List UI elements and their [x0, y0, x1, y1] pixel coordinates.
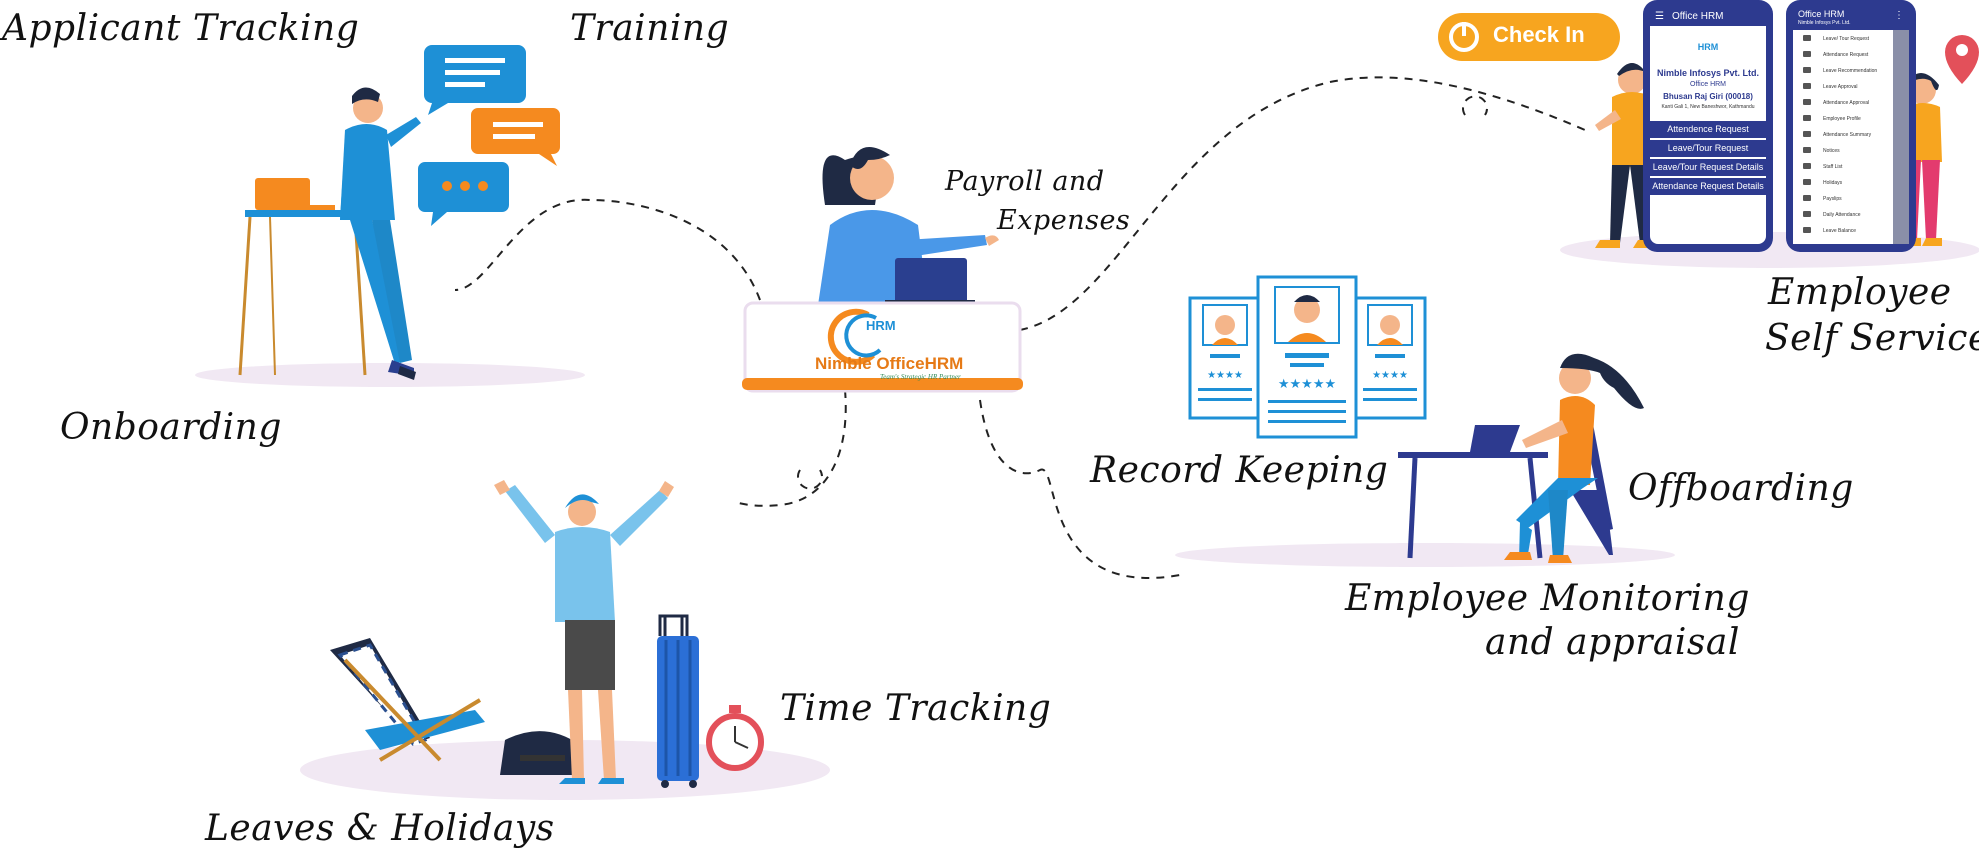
menu-item-icon: [1803, 99, 1811, 105]
menu-item-icon: [1803, 211, 1811, 217]
man-leaning: [340, 87, 421, 380]
phone2-menu-item[interactable]: Leave Balance: [1823, 228, 1857, 234]
phone2-menu-item[interactable]: Leave Recommendation: [1823, 68, 1878, 74]
chat-bubble-blue-top: [424, 45, 526, 115]
record-card-right: ★★★★: [1353, 296, 1427, 420]
menu-item-icon: [1803, 83, 1811, 89]
beach-chair: [330, 638, 485, 762]
phone1-user: Bhusan Raj Giri (00018): [1663, 92, 1753, 101]
floor-shadow-monitoring: [1175, 543, 1675, 567]
woman-with-laptop: [818, 147, 999, 305]
label-training: Training: [570, 8, 730, 49]
record-card-left: ★★★★: [1188, 296, 1262, 420]
standing-desk: [238, 178, 367, 376]
phone2-menu-item[interactable]: Staff List: [1823, 164, 1843, 170]
floor-shadow-onboarding: [195, 363, 585, 387]
menu-item-icon: [1803, 35, 1811, 41]
label-leaves-holidays: Leaves & Holidays: [205, 808, 555, 849]
record-card-center: ★★★★★: [1256, 275, 1358, 439]
phone1-screen: ☰ Office HRM HRM Nimble Infosys Pvt. Ltd…: [1650, 8, 1766, 244]
phone2-menu-item[interactable]: Employee Profile: [1823, 116, 1861, 122]
svg-text:★★★★★: ★★★★★: [1278, 377, 1336, 392]
phone1-header-title: Office HRM: [1672, 11, 1724, 22]
label-time-tracking: Time Tracking: [780, 688, 1052, 729]
connector-to-time-tracking: [734, 389, 847, 507]
phone2-menu-item[interactable]: Leave/ Tour Request: [1823, 36, 1870, 42]
menu-icon[interactable]: ☰: [1655, 11, 1664, 22]
menu-item-icon: [1803, 227, 1811, 233]
chat-bubble-orange: [471, 108, 560, 166]
phone1-address: Kanti Gali 1, New Baneshwor, Kathmandu: [1661, 104, 1755, 110]
menu-item-icon: [1803, 147, 1811, 153]
man-celebrating: [494, 480, 674, 784]
label-offboarding: Offboarding: [1628, 468, 1854, 509]
menu-item-icon: [1803, 195, 1811, 201]
label-onboarding: Onboarding: [60, 407, 282, 448]
label-monitoring-line1: Employee Monitoring: [1345, 578, 1750, 619]
phone2-drawer-scrim: [1893, 30, 1909, 244]
phone2-drawer-menu: Leave/ Tour Request Attendance Request L…: [1793, 30, 1893, 244]
menu-item-icon: [1803, 131, 1811, 137]
logo-tagline: Team's Strategic HR Partner: [880, 373, 961, 381]
svg-text:★★★★: ★★★★: [1372, 370, 1408, 381]
label-employee-ss-line2: Self Service: [1765, 318, 1979, 359]
phone2-menu-item[interactable]: Payslips: [1823, 196, 1842, 202]
phone2-menu-item[interactable]: Daily Attendance: [1823, 212, 1861, 218]
menu-item-icon: [1803, 163, 1811, 169]
menu-item-icon: [1803, 115, 1811, 121]
location-pin-icon: [1945, 35, 1979, 84]
label-applicant-tracking: Applicant Tracking: [2, 8, 360, 49]
menu-item-icon: [1803, 179, 1811, 185]
phone2-menu-item[interactable]: Leave Approval: [1823, 84, 1858, 90]
menu-item-icon: [1803, 67, 1811, 73]
phone2-screen: Office HRM Nimble Infosys Pvt. Ltd. ⋮ Le…: [1793, 8, 1909, 244]
woman-at-desk: [1398, 353, 1644, 563]
connector-to-onboarding: [454, 198, 761, 301]
svg-text:★★★★: ★★★★: [1207, 370, 1243, 381]
logo-badge: HRM: [866, 318, 896, 333]
suitcase: [657, 614, 699, 788]
connector-to-monitoring: [979, 399, 1181, 579]
label-monitoring-line2: and appraisal: [1485, 622, 1740, 663]
dashed-connector-paths: [454, 76, 1586, 579]
logo-name: Nimble OfficeHRM: [815, 354, 964, 373]
logo-desk: [742, 301, 1023, 393]
menu-item-icon: [1803, 51, 1811, 57]
connector-loop-2: [1462, 95, 1488, 116]
phone1-btn-leave-tour-details[interactable]: Leave/Tour Request Details: [1650, 158, 1766, 177]
phone2-menu-item[interactable]: Notices: [1823, 148, 1840, 154]
phone2-header-title: Office HRM: [1798, 9, 1845, 19]
stopwatch-icon: [706, 705, 764, 771]
connector-to-self-service: [1019, 76, 1586, 331]
phone2-menu-item[interactable]: Attendance Request: [1823, 52, 1869, 58]
chat-bubble-blue-bottom: [418, 162, 509, 226]
label-record-keeping: Record Keeping: [1090, 450, 1389, 491]
more-options-icon[interactable]: ⋮: [1894, 10, 1904, 21]
phone1-header-bar: ☰ Office HRM: [1650, 8, 1766, 26]
label-payroll-line1: Payroll and: [945, 166, 1105, 197]
phone2-header-subtitle: Nimble Infosys Pvt. Ltd.: [1798, 20, 1851, 26]
phone2-menu-item[interactable]: Attendance Approval: [1823, 100, 1870, 106]
connector-loop-1: [797, 469, 823, 490]
label-payroll-line2: Expenses: [997, 205, 1131, 236]
phone1-btn-attendance-details[interactable]: Attendance Request Details: [1650, 177, 1766, 196]
phone1-app-name: Office HRM: [1689, 81, 1727, 88]
check-in-label[interactable]: Check In: [1493, 22, 1585, 47]
check-in-button: [1438, 13, 1620, 61]
phone1-company: Nimble Infosys Pvt. Ltd.: [1656, 68, 1759, 78]
phone1-btn-attendence-request[interactable]: Attendence Request: [1650, 120, 1766, 139]
phone2-menu-item[interactable]: Holidays: [1823, 180, 1843, 186]
backpack: [500, 731, 580, 775]
phone1-logo-badge: HRM: [1697, 42, 1719, 52]
label-employee-ss-line1: Employee: [1768, 272, 1952, 313]
phone2-header-bar: Office HRM Nimble Infosys Pvt. Ltd. ⋮: [1793, 8, 1909, 30]
phone1-btn-leave-tour-request[interactable]: Leave/Tour Request: [1650, 139, 1766, 158]
phone2-menu-item[interactable]: Attendance Summary: [1823, 132, 1872, 138]
